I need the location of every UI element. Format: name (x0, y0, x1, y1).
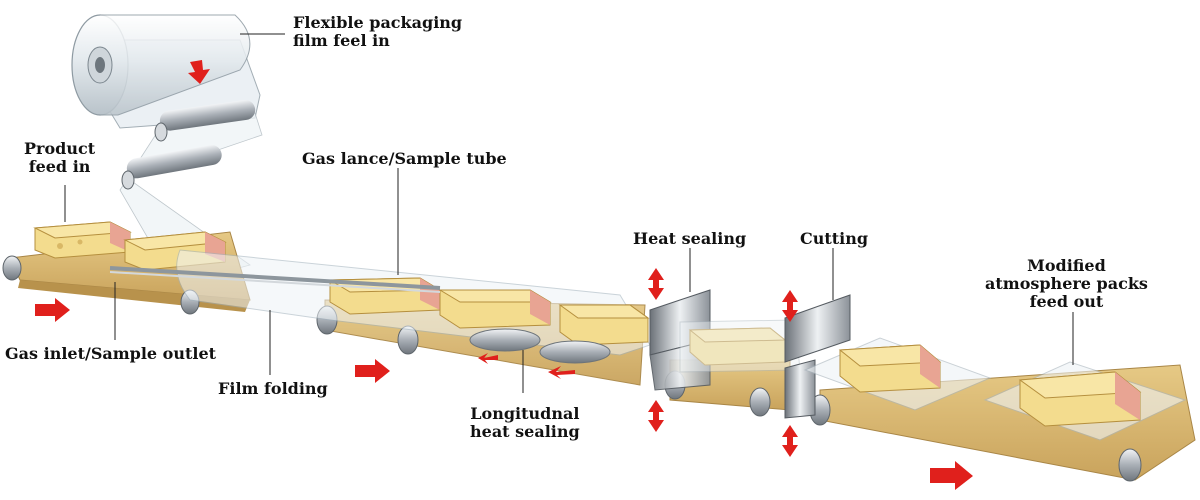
seal-up-down-arrow-bottom (648, 400, 664, 432)
cut-up-down-arrow-top (782, 290, 798, 322)
film-roll (71, 14, 261, 129)
gas-lance (109, 266, 441, 290)
disc-arrow-right (548, 366, 575, 379)
cut-up-down-arrow-bottom (782, 425, 798, 457)
product-block-4 (438, 289, 552, 329)
label-product-feed: Product feed in (24, 139, 96, 176)
seal-up-down-arrow-top (648, 268, 664, 300)
label-heat-sealing: Heat sealing (633, 229, 747, 248)
flow-arrow-middle (355, 359, 390, 383)
product-block-1 (33, 221, 132, 259)
label-modified-packs: Modified atmosphere packs feed out (985, 256, 1148, 311)
label-longitudinal-sealing: Longitudnal heat sealing (470, 404, 580, 441)
guide-roller-upper (154, 100, 256, 142)
film-feed-arrow (188, 60, 210, 84)
leader-lines (64, 33, 1074, 393)
label-gas-lance: Gas lance/Sample tube (302, 149, 507, 168)
label-gas-inlet: Gas inlet/Sample outlet (5, 344, 217, 363)
product-block-5 (558, 304, 650, 346)
product-block-6 (679, 319, 801, 373)
flow-arrow-infeed (35, 298, 70, 322)
cutting-blade (784, 294, 851, 419)
label-film-folding: Film folding (218, 379, 328, 398)
sealed-pack-1 (803, 337, 992, 411)
sealed-pack-2 (983, 361, 1187, 441)
guide-roller-lower (121, 145, 222, 190)
label-film-feed: Flexible packaging film feel in (293, 13, 463, 50)
label-cutting: Cutting (800, 229, 869, 248)
disc-arrow-left (478, 353, 498, 364)
longitudinal-seal-discs (469, 328, 611, 364)
flow-arrow-outfeed (930, 461, 973, 490)
